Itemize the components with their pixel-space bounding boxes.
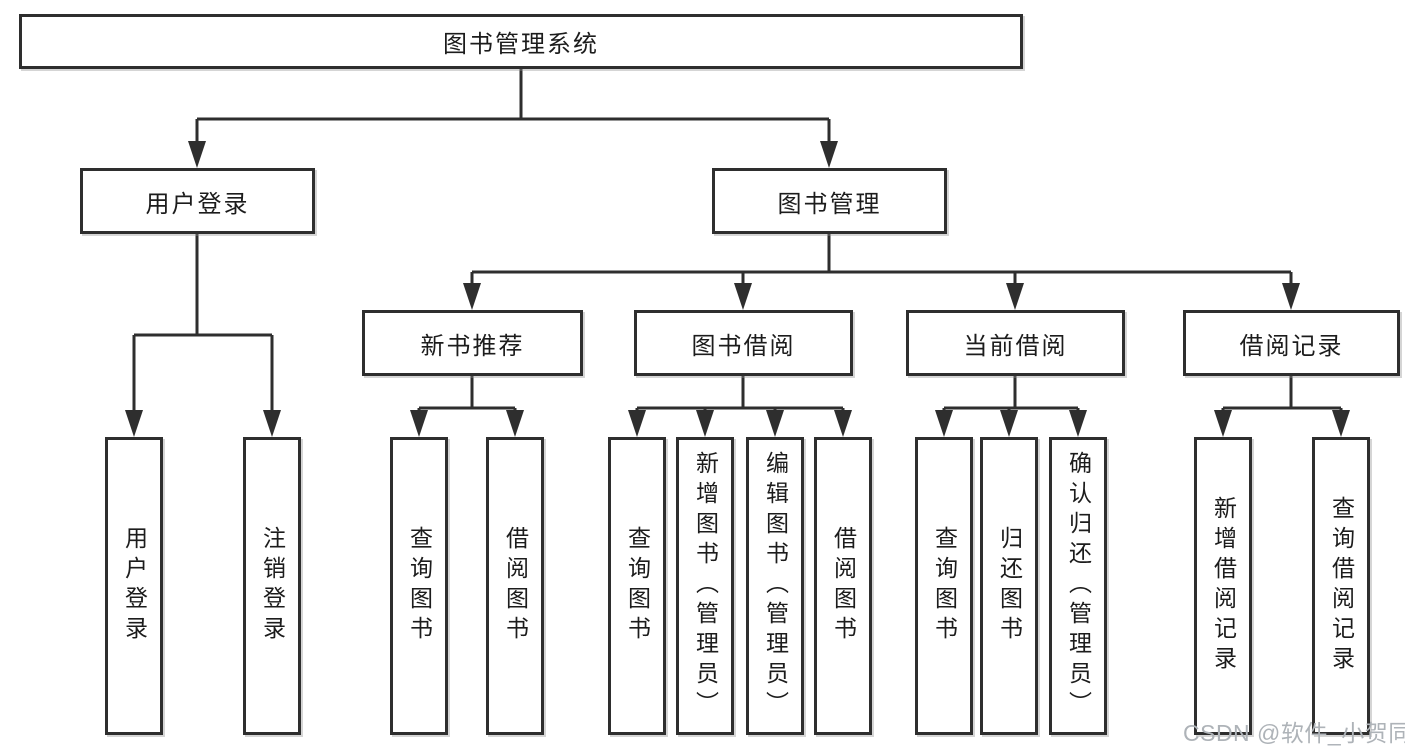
- leaf-add-book-admin: 新增图书（管理员）: [676, 437, 734, 735]
- node-label: 查询图书: [624, 526, 651, 646]
- node-label: 查询图书: [406, 526, 433, 646]
- leaf-return-books: 归还图书: [980, 437, 1038, 735]
- arrow-down-icon: [463, 283, 481, 310]
- arrow-down-icon: [628, 410, 646, 437]
- node-label: 新增借阅记录: [1210, 496, 1237, 676]
- node-current-borrowing: 当前借阅: [906, 310, 1125, 376]
- node-label: 用户登录: [145, 190, 250, 218]
- connector-book-management-to-level3: [463, 234, 1300, 310]
- node-label: 新书推荐: [420, 332, 525, 360]
- arrow-down-icon: [766, 410, 784, 437]
- node-label: 借阅记录: [1239, 332, 1344, 360]
- arrow-down-icon: [834, 410, 852, 437]
- connector-borrowing-records-to-leaves: [1214, 376, 1350, 437]
- node-label: 图书管理: [777, 190, 882, 218]
- leaf-borrow-books-borrowing: 借阅图书: [814, 437, 872, 735]
- connector-root-to-level2: [188, 69, 838, 168]
- node-library-management-system: 图书管理系统: [19, 14, 1023, 69]
- node-label: 编辑图书（管理员）: [762, 451, 789, 721]
- node-label: 确认归还（管理员）: [1065, 451, 1092, 721]
- node-label: 借阅图书: [502, 526, 529, 646]
- arrow-down-icon: [1000, 410, 1018, 437]
- arrow-down-icon: [1006, 283, 1024, 310]
- leaf-add-borrow-record: 新增借阅记录: [1194, 437, 1252, 735]
- arrow-down-icon: [506, 410, 524, 437]
- node-label: 图书借阅: [691, 332, 796, 360]
- node-new-book-recommendation: 新书推荐: [362, 310, 583, 376]
- arrow-down-icon: [1214, 410, 1232, 437]
- leaf-confirm-return-admin: 确认归还（管理员）: [1049, 437, 1107, 735]
- leaf-borrow-books-recommend: 借阅图书: [486, 437, 544, 735]
- csdn-watermark: CSDN @软件_小贺同学: [1183, 720, 1405, 746]
- leaf-query-books-current: 查询图书: [915, 437, 973, 735]
- arrow-down-icon: [263, 410, 281, 437]
- leaf-query-books-borrowing: 查询图书: [608, 437, 666, 735]
- arrow-down-icon: [696, 410, 714, 437]
- arrow-down-icon: [1282, 283, 1300, 310]
- leaf-edit-book-admin: 编辑图书（管理员）: [746, 437, 804, 735]
- node-label: 图书管理系统: [443, 31, 599, 58]
- arrow-down-icon: [188, 141, 206, 168]
- leaf-query-books-recommend: 查询图书: [390, 437, 448, 735]
- arrow-down-icon: [734, 283, 752, 310]
- node-book-borrowing: 图书借阅: [634, 310, 853, 376]
- node-label: 查询图书: [931, 526, 958, 646]
- node-label: 用户登录: [121, 526, 148, 646]
- node-user-login: 用户登录: [80, 168, 315, 234]
- arrow-down-icon: [1069, 410, 1087, 437]
- node-label: 归还图书: [996, 526, 1023, 646]
- arrow-down-icon: [410, 410, 428, 437]
- arrow-down-icon: [1332, 410, 1350, 437]
- node-book-management: 图书管理: [712, 168, 947, 234]
- leaf-logout: 注销登录: [243, 437, 301, 735]
- node-label: 注销登录: [259, 526, 286, 646]
- node-label: 借阅图书: [830, 526, 857, 646]
- node-label: 当前借阅: [963, 332, 1068, 360]
- node-label: 新增图书（管理员）: [692, 451, 719, 721]
- connector-new-book-recommendation-to-leaves: [410, 376, 524, 437]
- connector-current-borrowing-to-leaves: [935, 376, 1087, 437]
- leaf-user-login: 用户登录: [105, 437, 163, 735]
- arrow-down-icon: [935, 410, 953, 437]
- arrow-down-icon: [125, 410, 143, 437]
- node-borrowing-records: 借阅记录: [1183, 310, 1400, 376]
- connector-book-borrowing-to-leaves: [628, 376, 852, 437]
- leaf-query-borrow-record: 查询借阅记录: [1312, 437, 1370, 735]
- node-label: 查询借阅记录: [1328, 496, 1355, 676]
- arrow-down-icon: [820, 141, 838, 168]
- connector-user-login-to-leaves: [125, 234, 281, 437]
